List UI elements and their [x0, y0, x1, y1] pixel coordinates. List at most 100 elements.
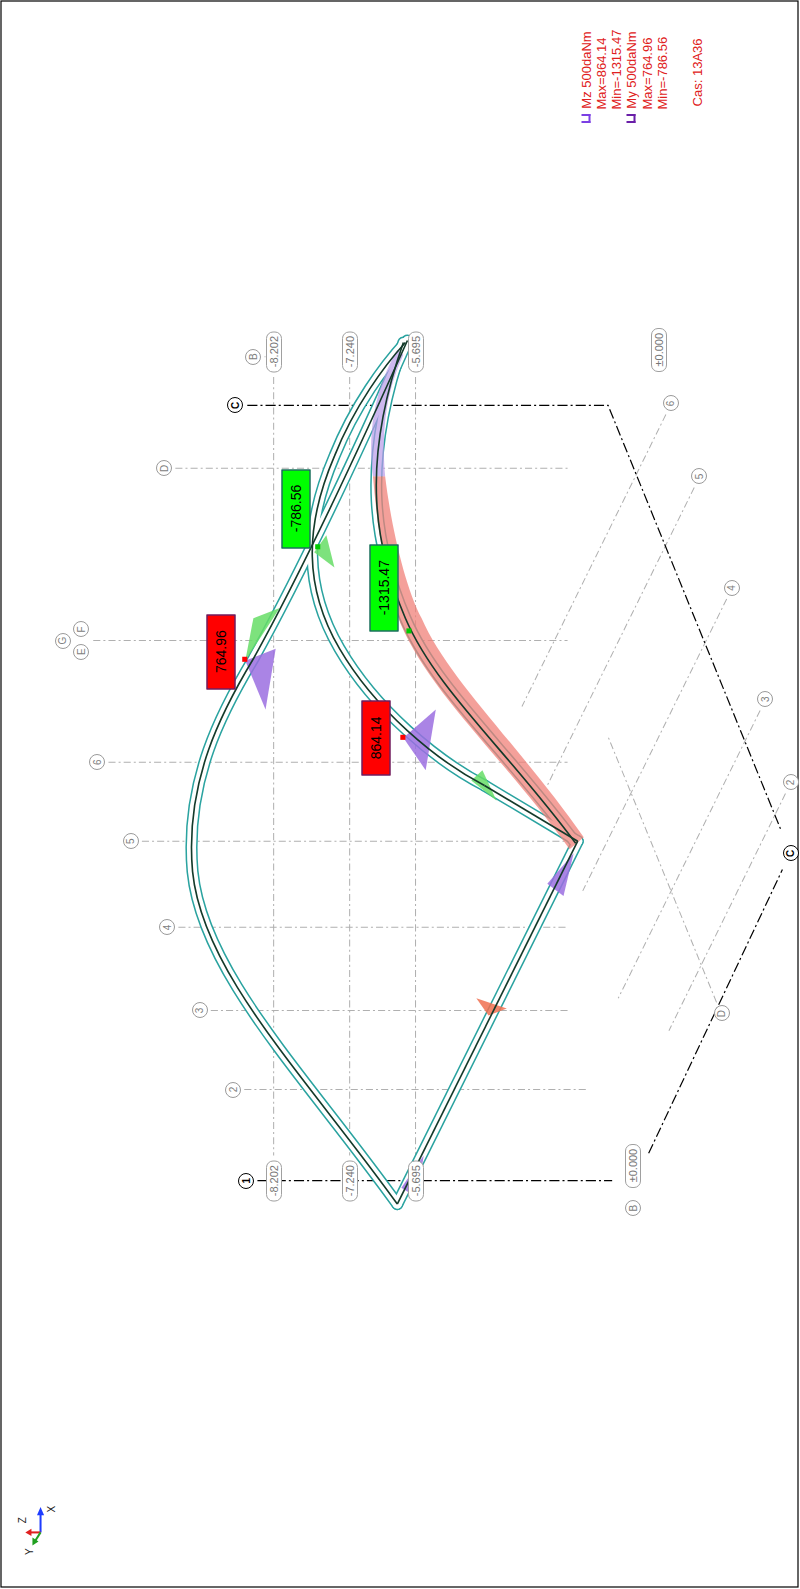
level-line [349, 377, 350, 1155]
beam-member [397, 841, 577, 1204]
arch-member [312, 343, 484, 786]
node-text: -8.202 [268, 336, 280, 367]
grid-axis-line [244, 1089, 588, 1090]
z-axis-arrow [25, 1529, 31, 1536]
node-text: 2 [228, 1087, 239, 1093]
grid-axis-line [522, 415, 666, 707]
my-diagram [245, 608, 279, 661]
grid-axis-line [669, 794, 786, 1031]
node-text: F [76, 626, 87, 632]
node-text: 3 [194, 1008, 205, 1014]
beam-member [397, 841, 577, 1204]
arch-member [191, 341, 407, 1205]
axis-letter: X [45, 1506, 56, 1513]
axis-line-1 [257, 1180, 612, 1181]
grid-axis-line [142, 841, 568, 842]
node-text: 5 [694, 474, 705, 480]
y-axis-arrow [35, 1532, 40, 1540]
arch-axis [191, 341, 407, 1205]
mz-diagram [403, 709, 435, 770]
node-text: 764.96 [212, 630, 229, 673]
beam-axis [397, 841, 577, 1204]
min-marker [406, 628, 411, 633]
x-axis-arrow [40, 1513, 42, 1532]
beam-axis [484, 785, 577, 841]
node-text: D [716, 1010, 727, 1017]
grid-bubble: D [156, 460, 172, 476]
level-tag: ±0.000 [625, 1144, 641, 1188]
grid-bubble: 3 [192, 1002, 208, 1018]
grid-bubble: 2 [783, 774, 799, 790]
grid-bubble: D [714, 1006, 730, 1022]
member-inner [191, 341, 577, 1205]
grid-bubble: 4 [724, 580, 740, 596]
min-marker [315, 544, 320, 549]
level-tag: -7.240 [342, 1160, 358, 1201]
y-axis-arrow [32, 1537, 38, 1545]
grid-bubble: C [227, 397, 243, 413]
grid-axis-line [108, 762, 567, 763]
node-text: G [57, 637, 68, 645]
legend-row: My 500daNm [624, 31, 639, 122]
value-box: 764.96 [206, 614, 235, 689]
node-text: 2 [785, 780, 796, 786]
grid-axis-line [178, 927, 567, 928]
value-box: -1315.47 [370, 544, 399, 631]
grid-bubble: 5 [691, 468, 707, 484]
my-diagram [245, 649, 275, 710]
grid-bubble: 3 [757, 691, 773, 707]
level-tag: -8.202 [266, 1160, 282, 1201]
node-text: -5.695 [410, 336, 422, 367]
arch-member [312, 343, 484, 786]
axis-letter: Z [17, 1517, 28, 1523]
node-text: -8.202 [268, 1165, 280, 1196]
axis-letter: Y [24, 1548, 35, 1555]
node-text: -786.56 [287, 485, 304, 532]
level-tag: -5.695 [408, 331, 424, 372]
node-text: C [785, 850, 796, 857]
value-box: -786.56 [281, 469, 310, 548]
legend-swatch [627, 114, 636, 123]
legend-text: Mz 500daNm [578, 31, 593, 108]
node-text: -1315.47 [376, 560, 393, 615]
level-tag: -5.695 [408, 1160, 424, 1201]
grid-bubble: 6 [89, 754, 105, 770]
member-outlines [191, 341, 577, 1205]
node-text: E [76, 648, 87, 655]
node-text: B [628, 1205, 639, 1212]
structure-drawing [25, 341, 785, 1546]
axis-line-floor [649, 870, 783, 1154]
node-text: -5.695 [410, 1165, 422, 1196]
grid-bubble: E [73, 644, 89, 660]
legend-value: Max=764.96 [639, 38, 654, 110]
level-tag: ±0.000 [651, 328, 667, 372]
load-case: Cas: 13A36 [690, 38, 705, 106]
arch-axis [376, 343, 575, 844]
grid-bubble: 5 [123, 833, 139, 849]
grid-bubble: 6 [663, 395, 679, 411]
legend-value: Min=-1315.47 [609, 30, 624, 110]
node-text: D [159, 465, 170, 472]
node-text: 864.14 [368, 716, 385, 759]
grid-axis-line [547, 487, 694, 785]
node-text: 3 [760, 697, 771, 703]
grid-bubble: G [55, 633, 71, 649]
legend-value: Max=864.14 [594, 38, 609, 110]
legend-value: Min=-786.56 [654, 37, 669, 110]
axes-icon [25, 1507, 44, 1546]
node-text: 1 [241, 1178, 252, 1184]
level-line [415, 377, 416, 1155]
legend-row: Mz 500daNm [578, 31, 593, 122]
legend-swatch [581, 114, 590, 123]
grid-bubble: B [245, 349, 261, 365]
node-text: ±0.000 [653, 333, 665, 367]
grid-bubble: 1 [238, 1173, 254, 1189]
grid-axis-line [618, 710, 760, 998]
node-text: 5 [125, 838, 136, 844]
grid-bubble: 4 [159, 919, 175, 935]
grid-bubble: F [73, 621, 89, 637]
my-diagram [314, 535, 334, 567]
